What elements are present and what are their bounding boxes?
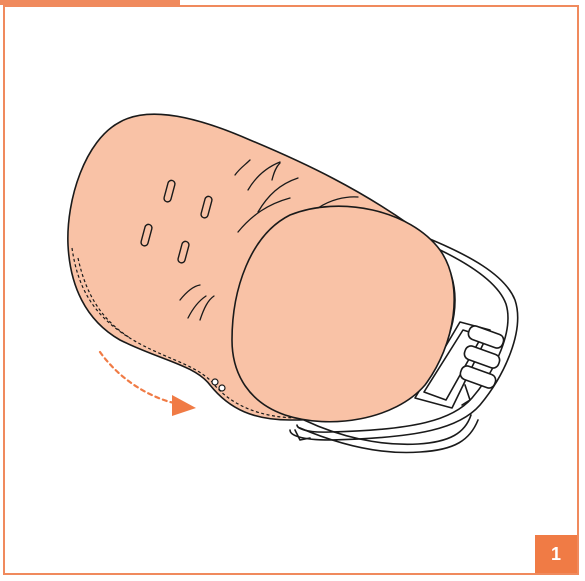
step-number-badge: 1 — [535, 535, 577, 573]
footmuff-top-flap — [232, 206, 454, 422]
footmuff — [68, 114, 455, 422]
